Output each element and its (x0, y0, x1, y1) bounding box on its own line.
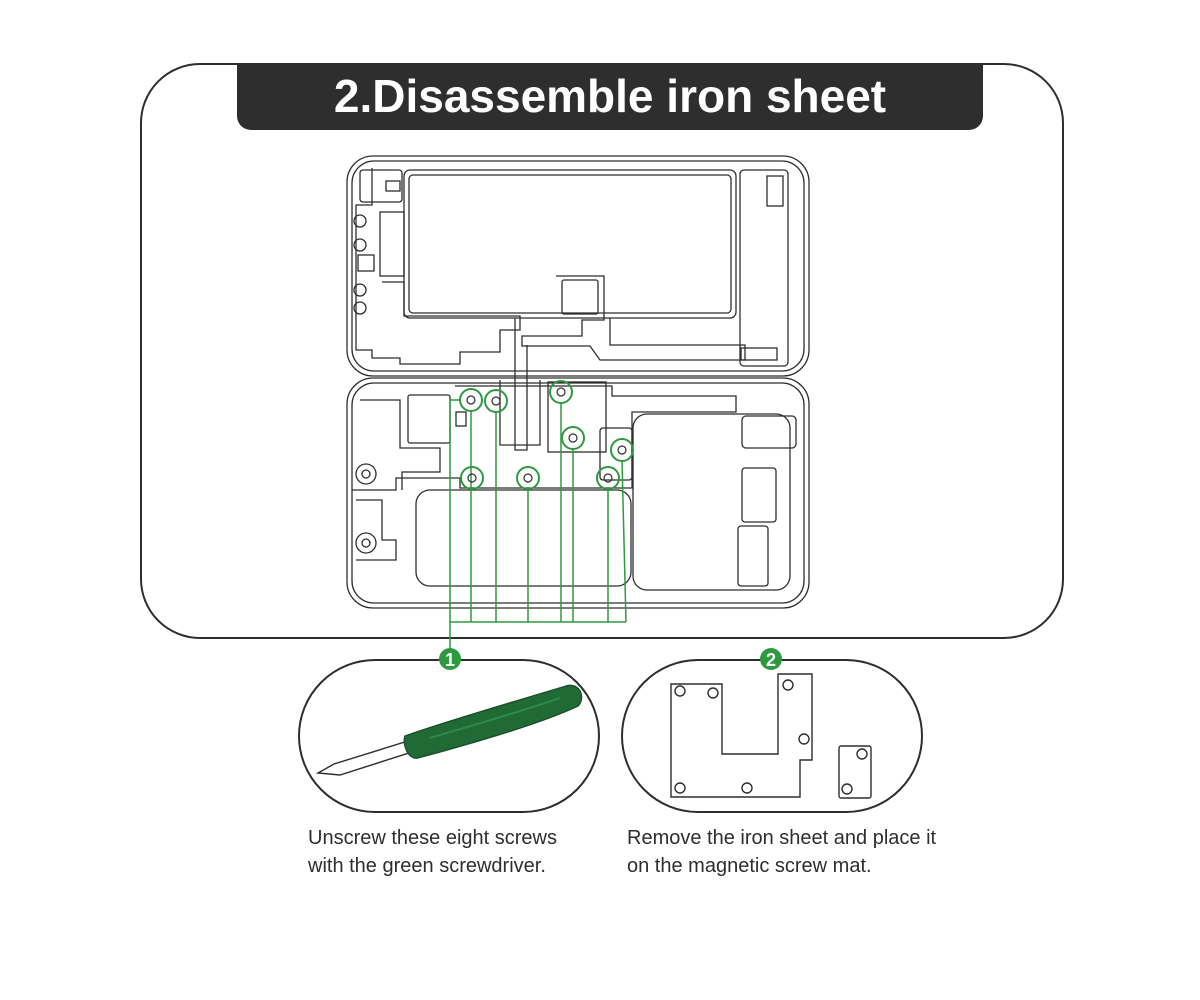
step-2-caption: Remove the iron sheet and place it on th… (627, 827, 937, 877)
screwdriver-icon (315, 684, 583, 776)
screw-heads (466, 387, 627, 483)
step-badge-1: 1 (439, 648, 461, 670)
iron-sheet-icon (670, 673, 872, 799)
phone-upper-half (346, 155, 810, 451)
screw-highlights (449, 380, 634, 650)
page-title: 2.Disassemble iron sheet (333, 70, 887, 122)
svg-text:1: 1 (445, 650, 455, 670)
step-1-caption: Unscrew these eight screws with the gree… (308, 827, 557, 877)
svg-text:2: 2 (766, 650, 776, 670)
screw-6 (460, 466, 484, 490)
step-badge-2: 2 (760, 648, 782, 670)
title-bar: 2.Disassemble iron sheet (237, 64, 983, 130)
